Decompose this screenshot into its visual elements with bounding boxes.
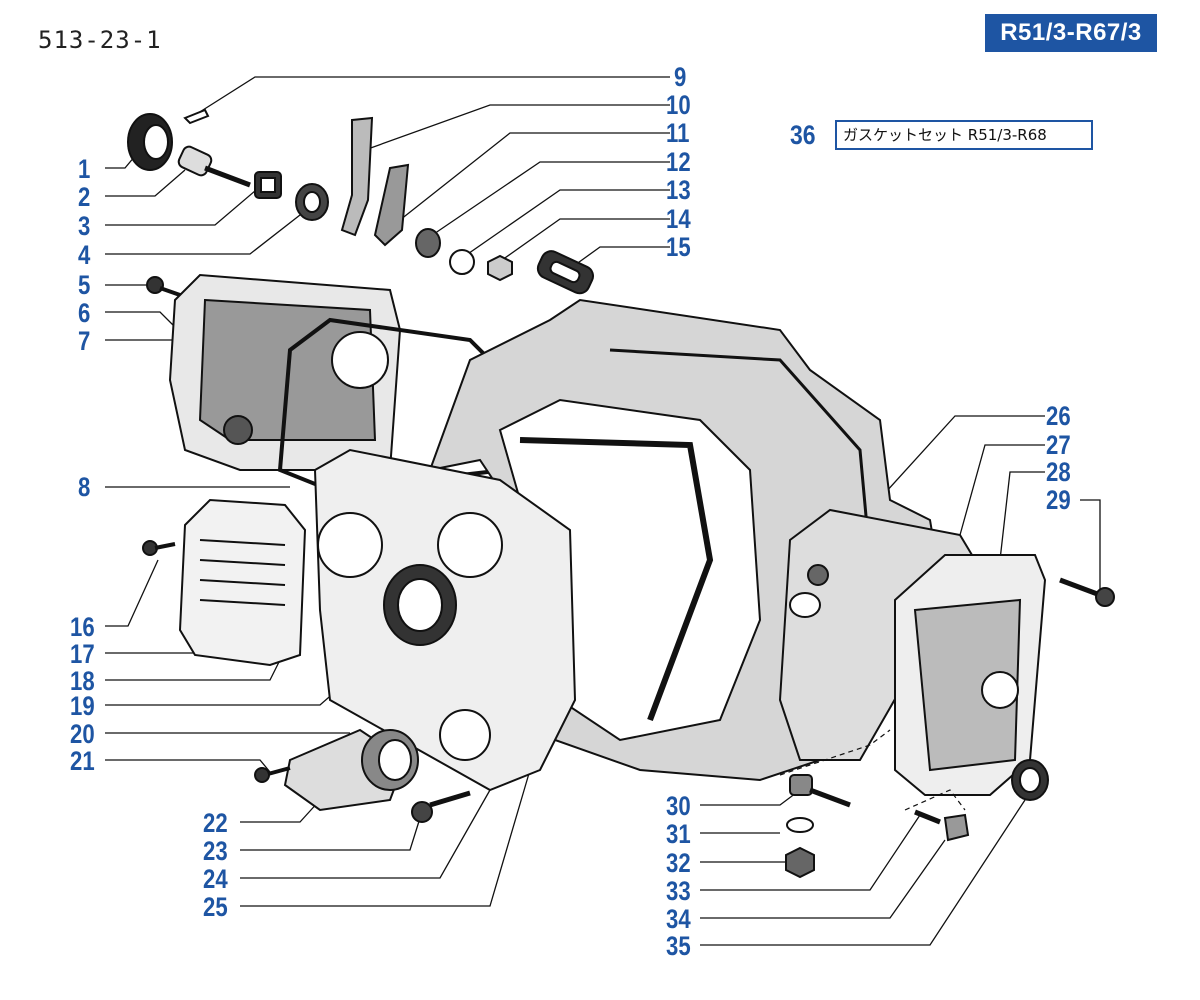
part-number-25: 25 (203, 892, 228, 922)
part-number-9: 9 (674, 62, 687, 92)
part-number-15: 15 (666, 232, 691, 262)
part-number-32: 32 (666, 848, 691, 878)
part-number-2: 2 (78, 182, 91, 212)
part-number-10: 10 (666, 90, 691, 120)
part-number-18: 18 (70, 666, 95, 696)
part-number-23: 23 (203, 836, 228, 866)
part-number-6: 6 (78, 298, 91, 328)
gasket-set-label: ガスケットセット R51/3-R68 (835, 120, 1093, 150)
part-number-34: 34 (666, 904, 691, 934)
page-code: 513-23-1 (38, 26, 162, 54)
part-number-33: 33 (666, 876, 691, 906)
part-number-3: 3 (78, 211, 91, 241)
gasket-set-number: 36 (790, 120, 816, 150)
part-number-1: 1 (78, 154, 91, 184)
part-number-12: 12 (666, 147, 691, 177)
part-number-13: 13 (666, 175, 691, 205)
part-number-30: 30 (666, 791, 691, 821)
part-number-4: 4 (78, 240, 91, 270)
part-number-22: 22 (203, 808, 228, 838)
part-number-19: 19 (70, 691, 95, 721)
part-number-5: 5 (78, 270, 91, 300)
part-number-17: 17 (70, 639, 95, 669)
part-number-26: 26 (1046, 401, 1071, 431)
part-number-16: 16 (70, 612, 95, 642)
part-number-7: 7 (78, 326, 91, 356)
part-number-35: 35 (666, 931, 691, 961)
part-number-14: 14 (666, 204, 691, 234)
part-number-20: 20 (70, 719, 95, 749)
part-number-31: 31 (666, 819, 691, 849)
part-number-21: 21 (70, 746, 95, 776)
part-number-28: 28 (1046, 457, 1071, 487)
part-number-8: 8 (78, 472, 91, 502)
part-drawings (127, 108, 1115, 879)
dashed-guides (779, 729, 966, 811)
part-number-11: 11 (666, 118, 690, 148)
model-badge: R51/3-R67/3 (985, 14, 1157, 52)
part-number-24: 24 (203, 864, 228, 894)
part-number-27: 27 (1046, 430, 1071, 460)
part-number-29: 29 (1046, 485, 1071, 515)
